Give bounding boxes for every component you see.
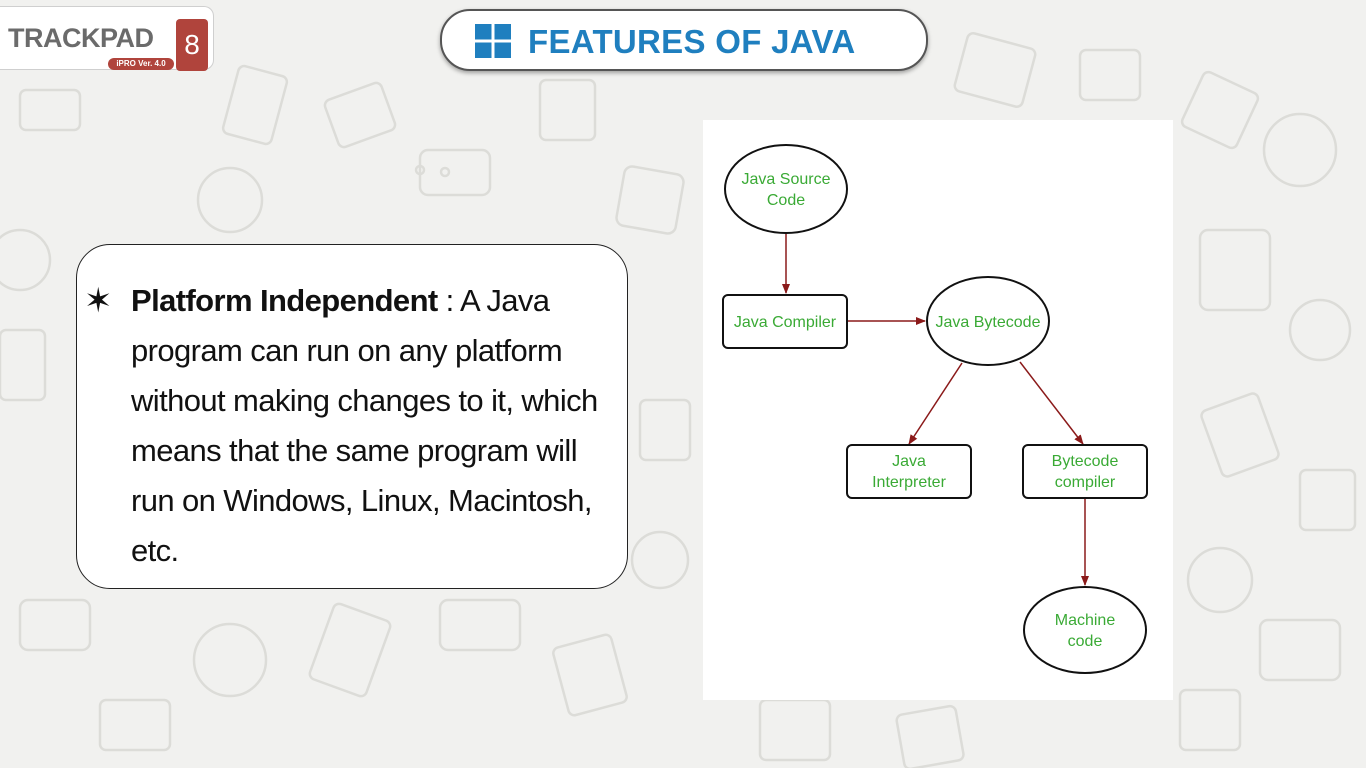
logo-version-badge: iPRO Ver. 4.0 [108, 58, 174, 70]
node-label-line: Java [892, 453, 926, 470]
feature-term: Platform Independent [131, 283, 438, 318]
node-label-line: Code [767, 192, 805, 209]
node-label-line: Java Bytecode [936, 314, 1041, 331]
node-machine-code: Machine code [1023, 586, 1147, 674]
six-pointed-star-icon: ✶ [84, 281, 113, 321]
node-label-line: Bytecode [1052, 453, 1119, 470]
node-label-line: compiler [1055, 474, 1116, 491]
feature-card: ✶ Platform Independent : A Java program … [76, 244, 628, 589]
slide-title: FEATURES OF JAVA [528, 23, 856, 60]
slide-title-banner: FEATURES OF JAVA [440, 9, 928, 71]
node-label-line: Interpreter [872, 474, 946, 491]
java-compilation-diagram: Java Source Code Java Compiler Java Byte… [703, 120, 1173, 700]
feature-description: Platform Independent : A Java program ca… [131, 276, 601, 576]
logo-edition-number: 8 [176, 19, 208, 71]
logo-wordmark: TRACKPAD [8, 23, 154, 53]
windows-icon [475, 24, 511, 58]
node-label-line: Java Source [742, 171, 831, 188]
trackpad-logo: TRACKPAD 8 iPRO Ver. 4.0 [0, 6, 214, 71]
node-java-compiler: Java Compiler [722, 294, 848, 349]
node-java-bytecode: Java Bytecode [926, 276, 1050, 366]
node-java-interpreter: Java Interpreter [846, 444, 972, 499]
edge-bytecode-to-interpreter [908, 362, 963, 445]
edge-bytecode-to-bytecode-compiler [1019, 361, 1084, 445]
node-label-line: code [1068, 633, 1103, 650]
node-label-line: Java Compiler [734, 314, 837, 331]
feature-separator: : [437, 283, 460, 318]
node-java-source-code: Java Source Code [724, 144, 848, 234]
node-label-line: Machine [1055, 612, 1116, 629]
node-bytecode-compiler: Bytecode compiler [1022, 444, 1148, 499]
feature-text: A Java program can run on any platform w… [131, 283, 598, 568]
